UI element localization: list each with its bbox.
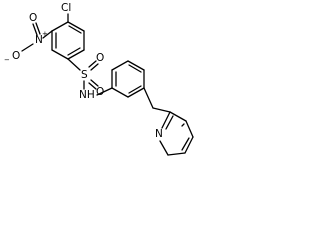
bond-s-o-bottom [90, 79, 99, 87]
pyridine-ring [159, 111, 194, 156]
molecule-drawing: Cl N + O O − S O O NH [4, 2, 194, 156]
benzene-ring-top [51, 21, 85, 60]
bond-ethyl-1 [143, 87, 154, 109]
atom-nitro-o-top: O [29, 12, 37, 24]
bond-ethyl-2 [152, 107, 171, 113]
atom-amine: NH [79, 89, 95, 101]
bond-c-n-nitro [42, 30, 53, 39]
atom-nitro-o-left: O [12, 50, 20, 62]
atom-pyridine-n: N [155, 128, 163, 140]
atom-nitro-n: N [35, 34, 43, 46]
charge-nitro-n: + [42, 30, 48, 38]
atom-sulfonyl-o-top: O [96, 52, 104, 64]
bond-n-o-left [21, 43, 34, 52]
phenyl-ring-middle [111, 60, 145, 98]
atom-sulfonyl-o-bottom: O [96, 86, 104, 98]
structure-diagram: Cl N + O O − S O O NH [0, 0, 207, 178]
bond-s-o-top [90, 63, 99, 71]
bond-n-o-top [32, 23, 38, 36]
atom-cl: Cl [61, 2, 71, 14]
charge-nitro-o-left: − [4, 56, 10, 64]
bond-n-c-phenyl [96, 87, 113, 96]
atom-sulfur: S [81, 69, 88, 81]
bond-c-s [67, 58, 81, 71]
